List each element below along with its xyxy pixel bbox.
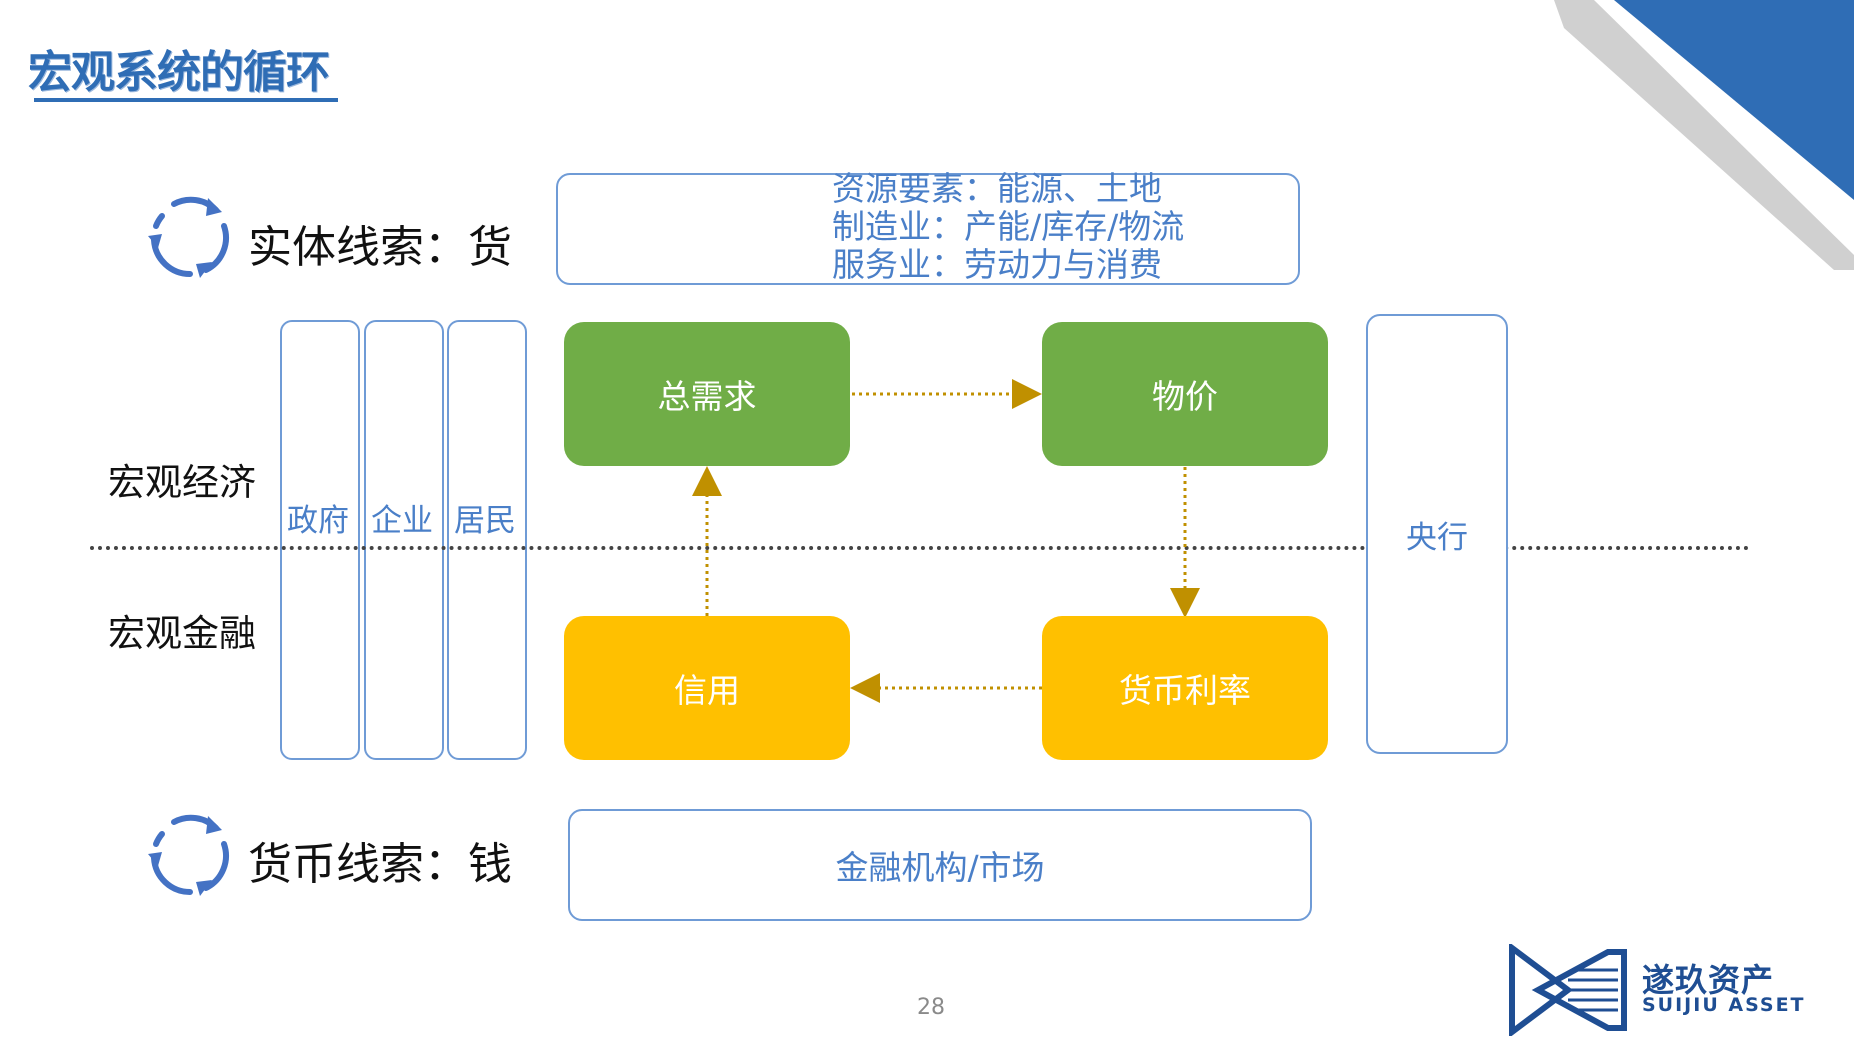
logo-icon — [1509, 944, 1627, 1036]
resource-line: 制造业：产能/库存/物流 — [832, 207, 1185, 246]
actor-label: 政府 — [287, 503, 349, 539]
resource-text: 资源要素：能源、土地 制造业：产能/库存/物流 服务业：劳动力与消费 — [832, 170, 1184, 284]
resource-line: 服务业：劳动力与消费 — [832, 245, 1162, 284]
page-title: 宏观系统的循环 — [28, 47, 330, 98]
node-money-rate: 货币利率 — [1042, 616, 1328, 760]
node-price: 物价 — [1042, 322, 1328, 466]
logo-subtitle: SUIJIU ASSET — [1642, 994, 1806, 1016]
money-clue-label: 货币线索：钱 — [248, 839, 512, 890]
actor-label: 企业 — [371, 503, 433, 539]
cycle-icon — [148, 196, 229, 278]
corner-decoration — [1554, 0, 1854, 270]
actor-column-household — [447, 320, 527, 760]
title-underline — [34, 98, 338, 102]
actor-label: 居民 — [454, 503, 516, 539]
macro-economy-label: 宏观经济 — [108, 461, 256, 504]
node-aggregate-demand: 总需求 — [564, 322, 850, 466]
node-credit: 信用 — [564, 616, 850, 760]
resource-line: 资源要素：能源、土地 — [832, 169, 1162, 208]
real-clue-label: 实体线索：货 — [248, 222, 512, 273]
resource-box — [556, 173, 1300, 285]
financial-market-box: 金融机构/市场 — [568, 809, 1312, 921]
divider-line — [90, 546, 1750, 550]
central-bank-box: 央行 — [1366, 314, 1508, 754]
actor-column-enterprise — [364, 320, 444, 760]
macro-finance-label: 宏观金融 — [108, 612, 256, 655]
cycle-icon — [148, 814, 229, 896]
logo-name: 遂玖资产 — [1642, 961, 1775, 999]
actor-column-government — [280, 320, 360, 760]
page-number: 28 — [917, 995, 945, 1020]
